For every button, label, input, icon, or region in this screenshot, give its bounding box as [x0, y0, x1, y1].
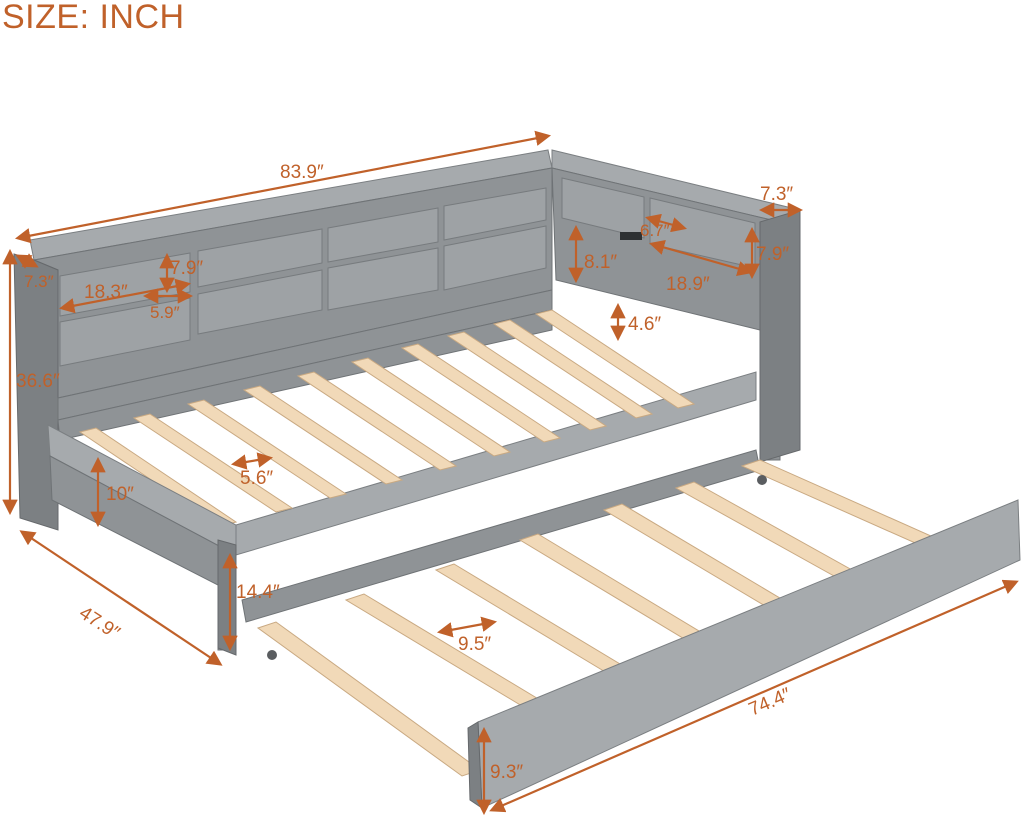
shelf-width-left-label: 18.3″ — [84, 282, 128, 303]
rail-height-label: 10″ — [106, 484, 134, 505]
trundle-slat-gap-label: 9.5″ — [458, 634, 491, 655]
side-shelf-height-label: 8.1″ — [584, 252, 617, 273]
shelf-height-left-label: 7.9″ — [170, 258, 203, 279]
floor-clearance-label: 14.4″ — [236, 582, 280, 603]
headboard-height-label: 36.6″ — [16, 371, 60, 392]
side-depth-label: 7.3″ — [760, 184, 793, 205]
total-length-label: 83.9″ — [280, 162, 324, 183]
bed-slats — [78, 309, 696, 527]
mattress-gap-label: 4.6″ — [628, 314, 661, 335]
bed-frame — [47, 309, 757, 656]
total-width-label: 47.9″ — [75, 603, 123, 645]
shelf-gap-left-label: 5.9″ — [150, 303, 180, 322]
trundle-height-label: 9.3″ — [490, 762, 523, 783]
left-depth-label: 7.3″ — [24, 272, 54, 291]
slat-gap-label: 5.6″ — [240, 468, 273, 489]
size-title: SIZE: INCH — [2, 0, 185, 36]
side-shelf-height-right-label: 7.9″ — [756, 244, 789, 265]
side-shelf-depth-label: 6.7″ — [640, 221, 670, 240]
side-shelf-width-label: 18.9″ — [666, 274, 710, 295]
